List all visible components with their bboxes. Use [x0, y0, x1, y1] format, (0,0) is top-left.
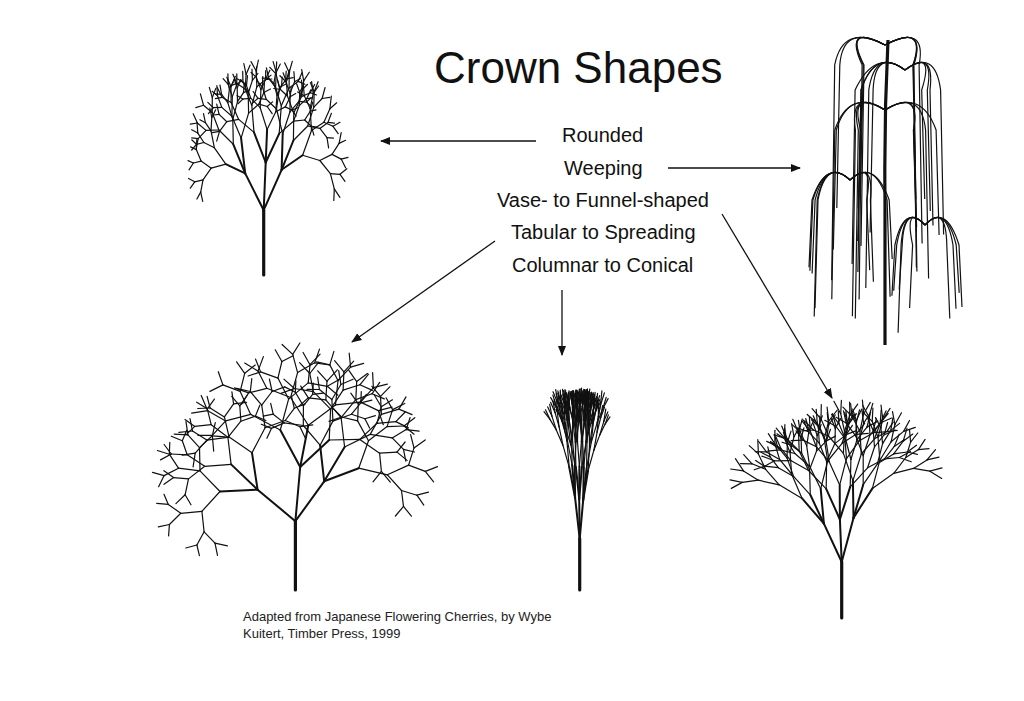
shape-label: Rounded — [560, 124, 645, 147]
tree-drawing — [544, 388, 610, 590]
diagram-title: Crown Shapes — [434, 43, 723, 93]
shape-label: Tabular to Spreading — [509, 221, 698, 244]
shape-label: Vase- to Funnel-shaped — [495, 189, 711, 212]
shape-label: Weeping — [562, 157, 645, 180]
leader-arrow — [381, 140, 536, 141]
leader-arrow — [722, 214, 832, 398]
weeping-tree-drawing — [809, 37, 962, 345]
leader-arrow — [668, 167, 800, 168]
shape-label: Columnar to Conical — [510, 254, 695, 277]
leader-arrow — [561, 290, 562, 355]
tree-drawing — [153, 343, 438, 590]
tree-drawing — [730, 400, 942, 618]
tree-drawing — [188, 60, 348, 275]
leader-arrow — [352, 241, 495, 342]
source-caption: Adapted from Japanese Flowering Cherries… — [243, 608, 573, 642]
